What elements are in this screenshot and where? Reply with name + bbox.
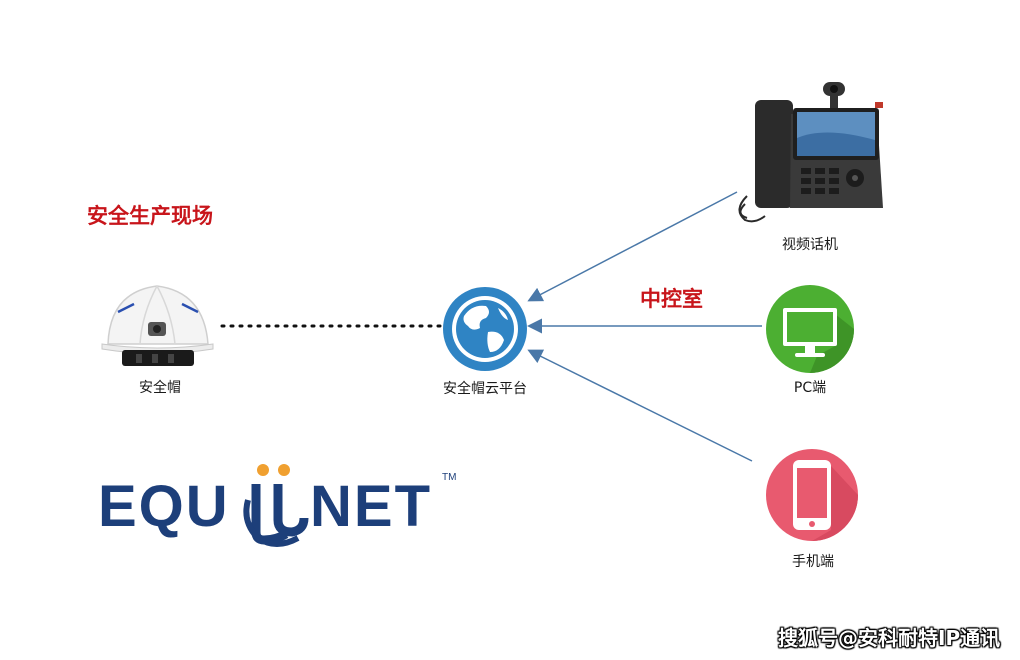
helmet-icon [101,285,214,366]
logo-graphic: EQU NET TM [98,464,456,547]
equiinet-logo: EQU NET TM [98,460,468,550]
svg-text:EQU: EQU [98,474,230,539]
svg-text:NET: NET [310,474,432,539]
monitor-icon [766,285,854,373]
helmet-node [100,274,215,370]
watermark: 搜狐号@安科耐特IP通讯 [778,626,1001,650]
pc-node [765,284,855,374]
cloud-label: 安全帽云平台 [443,381,527,397]
phone-node [735,78,885,228]
globe-icon [443,287,527,371]
mobile-node [765,448,859,542]
helmet-label: 安全帽 [139,380,181,396]
svg-text:TM: TM [442,472,456,483]
arrow-mobile-to-cloud [527,349,753,462]
mobile-label: 手机端 [792,554,834,570]
phone-label: 视频话机 [782,237,838,253]
cloud-node [442,286,528,372]
smartphone-icon [766,449,858,541]
control-room-title: 中控室 [640,286,703,311]
pc-label: PC端 [793,380,827,396]
video-phone-icon [738,82,883,223]
site-title: 安全生产现场 [87,203,213,228]
arrow-phone-to-cloud [527,191,738,302]
